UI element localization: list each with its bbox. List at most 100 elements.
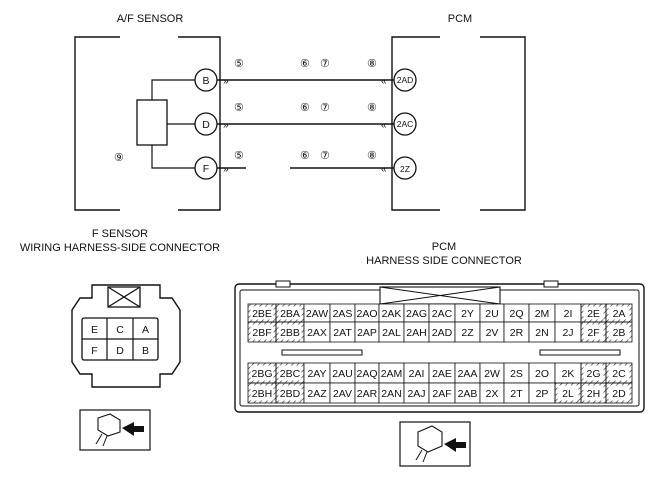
heater-leads (151, 79, 195, 169)
pcm-terminal-2c: 2C (605, 362, 633, 384)
pcm-terminal-2a: 2A (605, 303, 633, 323)
pcm-terminal-2f: 2F (580, 321, 607, 343)
pcm-terminal-2aw: 2AW (303, 303, 331, 323)
wire-f-2z: » « (217, 164, 394, 175)
sensor-pin-d: D (194, 112, 218, 136)
pcm-terminal-2s: 2S (503, 362, 530, 384)
pcm-terminal-label: 2I (564, 308, 573, 320)
f-sensor-connector-subtitle: WIRING HARNESS-SIDE CONNECTOR (20, 242, 220, 254)
pcm-terminal-2au: 2AU (329, 362, 356, 384)
svg-text:⑧: ⑧ (367, 150, 377, 162)
svg-text:⑧: ⑧ (367, 58, 377, 70)
pcm-terminal-label: 2Z (461, 327, 474, 339)
pcm-terminal-2ao: 2AO (354, 303, 380, 323)
sensor-terminal-c: C (116, 324, 124, 336)
pcm-terminal-label: 2D (612, 388, 626, 400)
pcm-terminal-2ap: 2AP (354, 321, 380, 343)
pcm-pin-2z: 2Z (393, 156, 417, 180)
pcm-terminal-label: 2AB (458, 388, 478, 400)
svg-text:2AC: 2AC (397, 119, 414, 129)
sensor-terminal-f: F (91, 345, 97, 357)
pcm-terminal-label: 2AZ (307, 388, 327, 400)
pcm-terminal-label: 2AN (381, 388, 401, 400)
pcm-terminal-2aj: 2AJ (403, 382, 430, 404)
pcm-terminal-2h: 2H (580, 382, 607, 404)
pcm-terminal-2m: 2M (528, 303, 556, 323)
pcm-terminal-label: 2AO (356, 308, 377, 320)
pcm-terminal-2j: 2J (554, 321, 582, 343)
pcm-terminal-label: 2Y (461, 308, 474, 320)
pcm-terminal-2bh: 2BH (247, 382, 277, 404)
pcm-terminal-label: 2AV (333, 388, 352, 400)
pcm-terminal-label: 2AX (307, 327, 327, 339)
pcm-terminal-2o: 2O (528, 362, 556, 384)
svg-text:2Z: 2Z (400, 164, 410, 174)
pcm-terminal-2ab: 2AB (454, 382, 481, 404)
pcm-terminal-label: 2AJ (407, 388, 425, 400)
pcm-terminal-label: 2BC (280, 368, 301, 380)
pcm-terminal-2z: 2Z (454, 321, 481, 343)
pcm-terminal-2ac: 2AC (428, 303, 456, 323)
pcm-terminal-label: 2N (535, 327, 548, 339)
svg-text:⑧: ⑧ (367, 102, 377, 114)
pcm-terminal-label: 2A (613, 308, 626, 320)
pcm-terminal-2b: 2B (605, 321, 633, 343)
pcm-terminal-2ax: 2AX (303, 321, 331, 343)
pcm-terminal-label: 2BG (251, 368, 272, 380)
pcm-terminal-label: 2L (562, 388, 574, 400)
pcm-title: PCM (448, 13, 472, 25)
pcm-terminal-label: 2C (612, 368, 626, 380)
svg-text:⑥: ⑥ (300, 150, 310, 162)
pcm-terminal-2aa: 2AA (454, 362, 481, 384)
svg-text:⑥: ⑥ (300, 102, 310, 114)
pcm-terminal-2q: 2Q (503, 303, 530, 323)
pcm-terminal-label: 2AY (307, 368, 326, 380)
pcm-terminal-label: 2W (484, 368, 500, 380)
pcm-terminal-label: 2AL (382, 327, 401, 339)
pcm-terminal-label: 2AC (432, 308, 453, 320)
pcm-terminal-label: 2U (485, 308, 498, 320)
pcm-terminal-label: 2AK (382, 308, 402, 320)
sensor-terminal-a: A (142, 324, 149, 336)
pcm-terminal-2ba: 2BA (275, 303, 305, 323)
svg-text:»: » (223, 120, 229, 131)
pcm-terminal-2r: 2R (503, 321, 530, 343)
pcm-terminal-label: 2AP (357, 327, 377, 339)
svg-text:⑤: ⑤ (234, 58, 244, 70)
sensor-pin-f: F (194, 156, 218, 180)
pcm-terminal-2ah: 2AH (403, 321, 430, 343)
pcm-terminal-2p: 2P (528, 382, 556, 404)
pcm-terminal-2v: 2V (479, 321, 505, 343)
pcm-terminal-label: 2BA (280, 308, 300, 320)
pcm-connector-view-icon (399, 421, 471, 467)
pcm-terminal-label: 2O (535, 368, 549, 380)
pcm-terminal-2as: 2AS (329, 303, 356, 323)
pcm-terminal-label: 2AT (333, 327, 352, 339)
svg-text:⑦: ⑦ (320, 150, 330, 162)
svg-text:«: « (381, 164, 387, 175)
pcm-terminal-2af: 2AF (428, 382, 456, 404)
sensor-terminal-d: D (116, 345, 124, 357)
pcm-terminal-label: 2BE (252, 308, 272, 320)
sensor-connector (71, 284, 181, 388)
pcm-terminal-label: 2BF (252, 327, 271, 339)
pcm-terminal-label: 2Q (509, 308, 523, 320)
svg-text:«: « (381, 76, 387, 87)
pcm-terminal-label: 2S (510, 368, 523, 380)
pcm-terminal-2y: 2Y (454, 303, 481, 323)
pcm-terminal-2x: 2X (479, 382, 505, 404)
svg-text:2AD: 2AD (397, 75, 414, 85)
pcm-terminal-label: 2AI (409, 368, 425, 380)
pcm-terminal-label: 2B (613, 327, 626, 339)
pcm-connector-subtitle: HARNESS SIDE CONNECTOR (366, 255, 522, 267)
sensor-terminal-e: E (91, 324, 98, 336)
pcm-terminal-2ad: 2AD (428, 321, 456, 343)
pcm-terminal-label: 2AA (458, 368, 478, 380)
pcm-terminal-2an: 2AN (378, 382, 405, 404)
pcm-pin-2ac: 2AC (393, 112, 417, 136)
pcm-terminal-2al: 2AL (378, 321, 405, 343)
svg-text:»: » (223, 76, 229, 87)
svg-text:D: D (202, 119, 210, 131)
pcm-terminal-2ak: 2AK (378, 303, 405, 323)
